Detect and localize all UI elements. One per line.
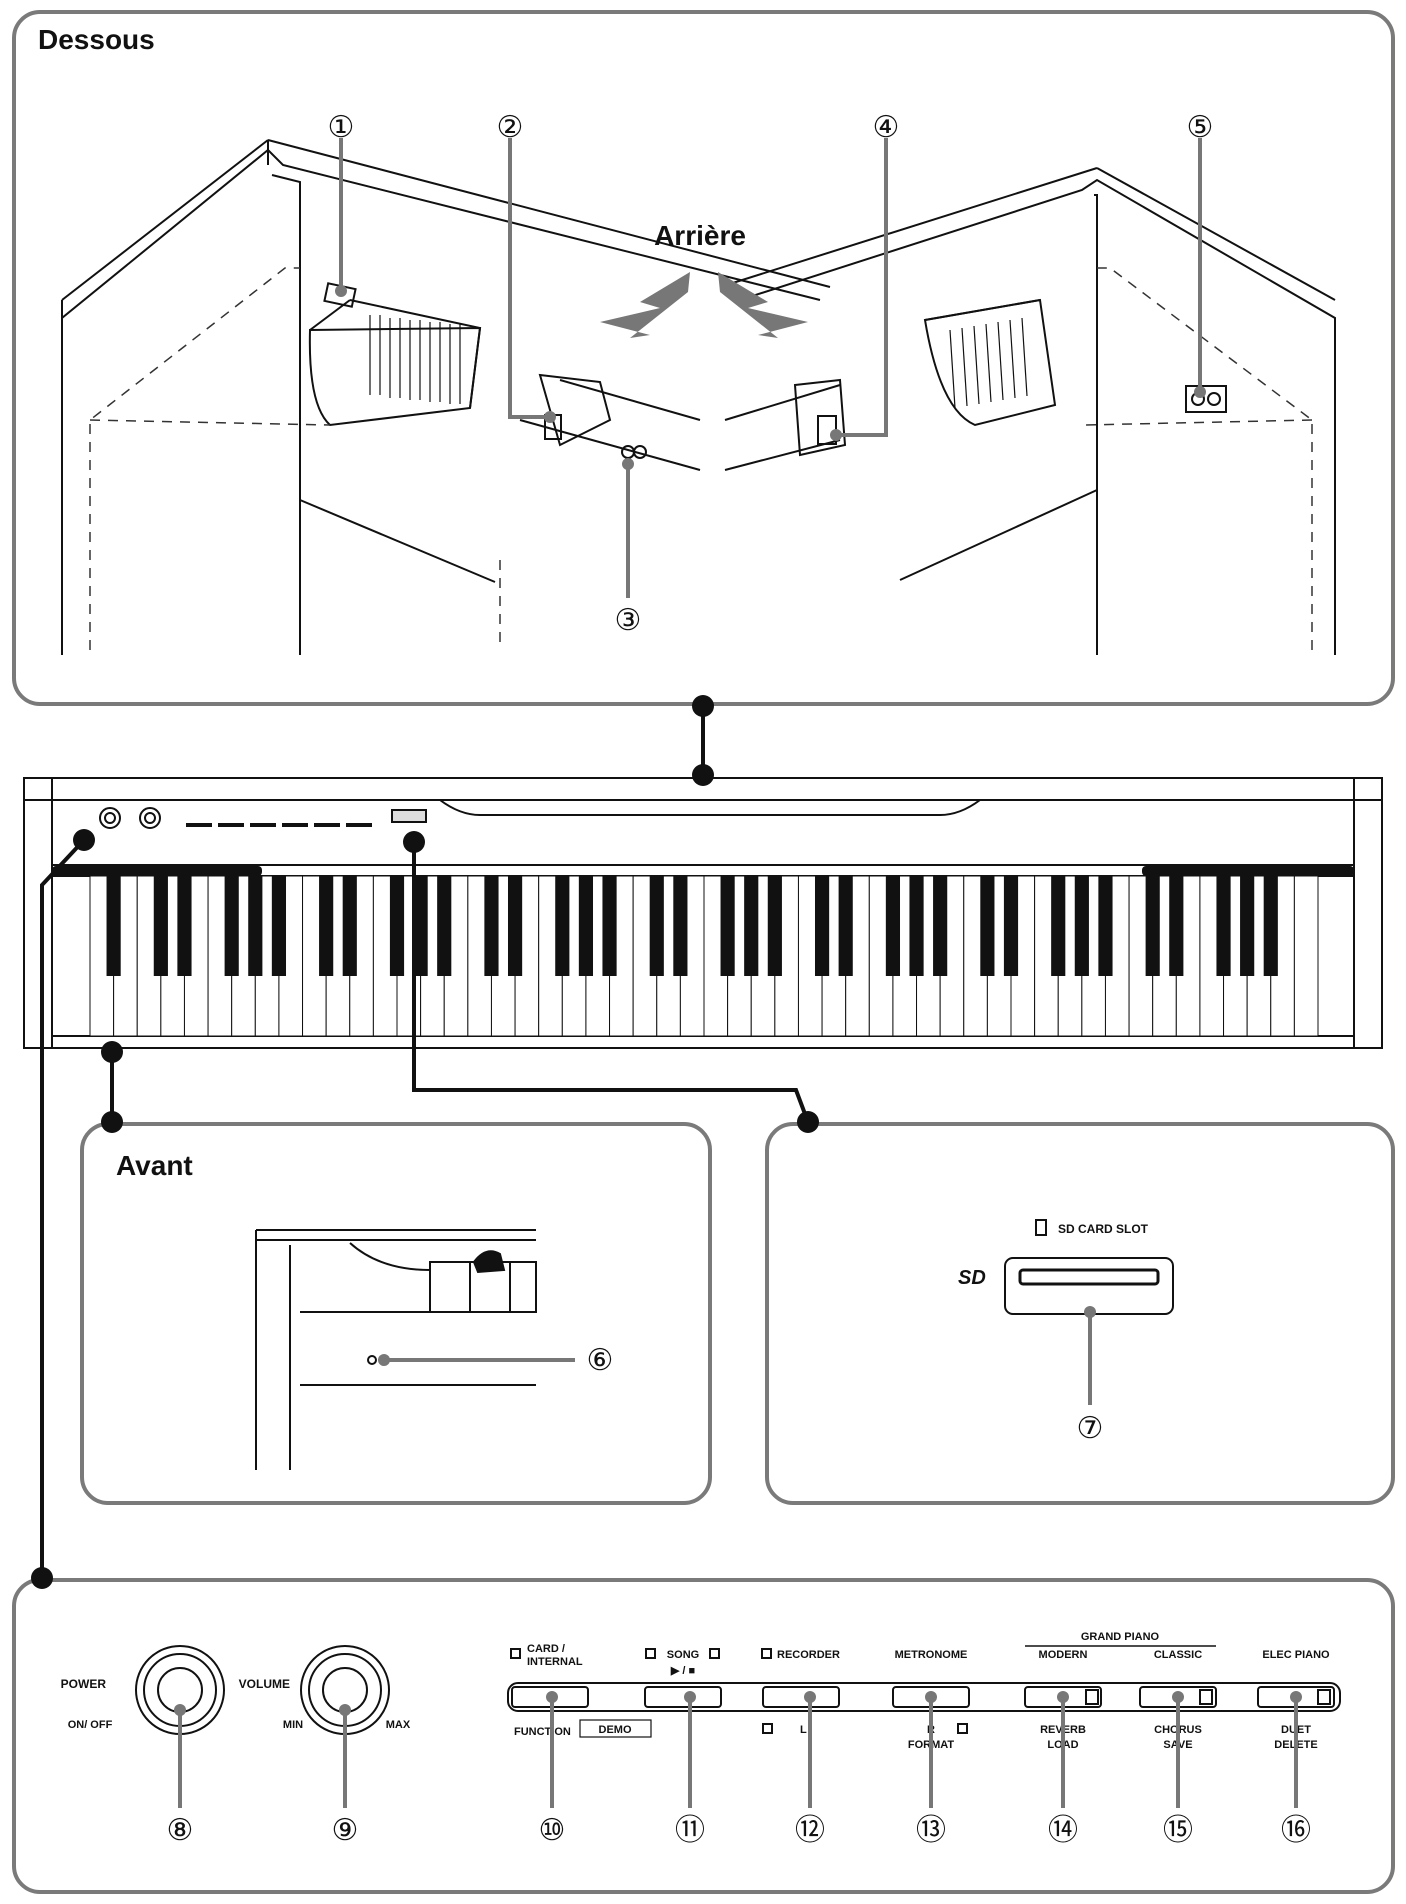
underside-drawing: Arrière ① ② ③ ④ ⑤: [61, 110, 1336, 655]
callout-12: ⑫: [795, 1813, 825, 1848]
volume-label: VOLUME: [239, 1677, 290, 1691]
song-button[interactable]: [644, 1686, 722, 1708]
callout-16: ⑯: [1281, 1813, 1311, 1848]
power-state-label: ON/ OFF: [68, 1719, 113, 1731]
play-stop-label: ▶ / ■: [670, 1665, 695, 1677]
rear-arrow-left-icon: [600, 272, 690, 338]
front-title: Avant: [116, 1150, 193, 1181]
volume-max-label: MAX: [386, 1719, 411, 1731]
callout-2: ②: [497, 110, 524, 145]
callout-5: ⑤: [1187, 110, 1214, 145]
power-label: POWER: [61, 1677, 107, 1691]
callout-13: ⑬: [916, 1813, 946, 1848]
underside-title: Dessous: [38, 24, 155, 55]
callout-7: ⑦: [1077, 1411, 1104, 1446]
card-label-1: CARD /: [527, 1643, 565, 1655]
sd-logo: SD: [958, 1267, 986, 1289]
callout-6: ⑥: [587, 1343, 614, 1378]
demo-label: DEMO: [599, 1724, 632, 1736]
callout-15: ⑮: [1163, 1813, 1193, 1848]
recorder-label: RECORDER: [777, 1649, 840, 1661]
volume-min-label: MIN: [283, 1719, 303, 1731]
function-label: FUNCTION: [514, 1726, 571, 1738]
metronome-label: METRONOME: [895, 1649, 968, 1661]
modern-label: MODERN: [1039, 1649, 1088, 1661]
sd-slot-label: SD CARD SLOT: [1058, 1222, 1149, 1236]
recorder-button[interactable]: [762, 1686, 840, 1708]
controls-panel: [12, 1578, 1395, 1894]
callout-11: ⑪: [675, 1813, 705, 1848]
callout-8: ⑧: [167, 1813, 194, 1848]
recorder-sub-label: L: [800, 1724, 807, 1736]
callout-3: ③: [615, 603, 642, 638]
rear-label: Arrière: [654, 220, 746, 251]
rear-arrow-right-icon: [718, 272, 808, 338]
callout-10: ⑩: [539, 1813, 566, 1848]
front-panel: [80, 1122, 712, 1505]
callout-4: ④: [873, 110, 900, 145]
elec-piano-label: ELEC PIANO: [1262, 1649, 1330, 1661]
callout-9: ⑨: [332, 1813, 359, 1848]
callout-1: ①: [328, 110, 355, 145]
card-label-2: INTERNAL: [527, 1656, 583, 1668]
grand-piano-label: GRAND PIANO: [1081, 1631, 1160, 1643]
callout-14: ⑭: [1048, 1813, 1078, 1848]
underside-panel: [12, 10, 1395, 706]
song-label: SONG: [667, 1649, 699, 1661]
classic-label: CLASSIC: [1154, 1649, 1202, 1661]
